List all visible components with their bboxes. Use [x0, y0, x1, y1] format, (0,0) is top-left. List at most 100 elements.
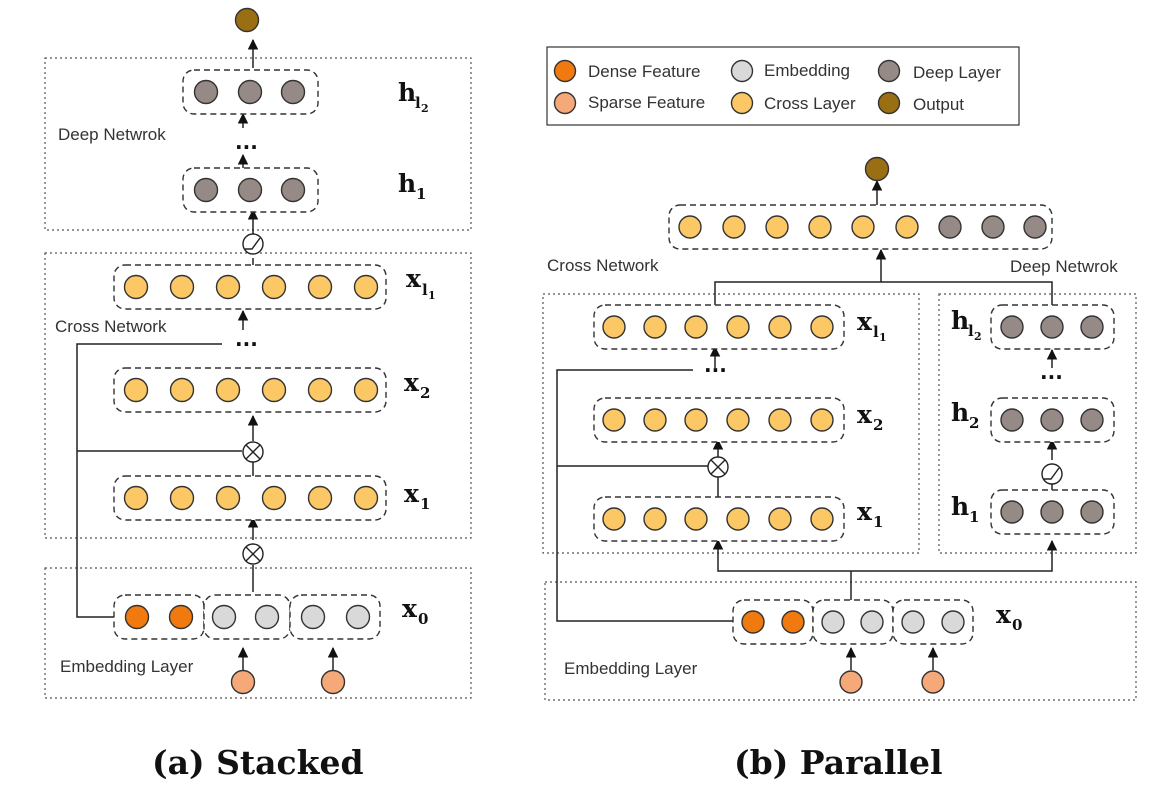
cross-node [307, 274, 333, 300]
ellipsis: ... [1040, 360, 1063, 384]
stacked-cross-layer-group-2 [113, 367, 387, 413]
deep-node [1040, 315, 1064, 339]
deep-node [1080, 500, 1104, 524]
activation-icon [1041, 463, 1063, 485]
parallel-panel: Dense Feature Sparse Feature Embedding C… [542, 46, 1137, 782]
legend-box [546, 46, 1020, 126]
cross-node [722, 215, 746, 239]
cross-node [169, 485, 195, 511]
svg-text:1: 1 [420, 495, 430, 513]
cross-node [353, 377, 379, 403]
cross-node [643, 507, 667, 531]
deep-node [1023, 215, 1047, 239]
legend-embedding-label: Embedding [764, 61, 850, 80]
cross-node [307, 377, 333, 403]
math-label-x-0: x 0 [996, 600, 1022, 634]
deep-node [1040, 500, 1064, 524]
cross-node [765, 215, 789, 239]
cross-node [643, 315, 667, 339]
cross-node [169, 377, 195, 403]
legend-sparse-swatch [553, 91, 577, 115]
stacked-cross-layer-group-l1 [113, 264, 387, 310]
dense-node [741, 610, 765, 634]
svg-text:h: h [398, 78, 416, 107]
parallel-cross-layer-group-2 [593, 397, 845, 443]
stacked-cross-layer-group-1 [113, 475, 387, 521]
cross-node [810, 507, 834, 531]
cross-node [123, 274, 149, 300]
deep-node [193, 79, 219, 105]
math-label-h-l2: h l 2 [398, 78, 429, 115]
deep-network-label: Deep Netwrok [1010, 257, 1118, 276]
svg-text:0: 0 [1012, 616, 1022, 634]
cross-node [261, 274, 287, 300]
deep-node [1080, 315, 1104, 339]
embedding-node [941, 610, 965, 634]
math-label-h-l2: h l 2 [951, 306, 982, 343]
cross-node [768, 315, 792, 339]
deep-node [1040, 408, 1064, 432]
math-label-h-1: h 1 [398, 169, 426, 203]
embedding-node [300, 604, 326, 630]
embedding-node [345, 604, 371, 630]
stacked-embedding-section [44, 567, 472, 699]
cross-node [123, 377, 149, 403]
legend: Dense Feature Sparse Feature Embedding C… [546, 46, 1020, 126]
dense-node [124, 604, 150, 630]
cross-node [678, 215, 702, 239]
math-label-h-2: h 2 [951, 398, 979, 432]
embedding-node [821, 610, 845, 634]
legend-dense-label: Dense Feature [588, 62, 700, 81]
svg-text:x: x [996, 600, 1012, 629]
legend-dense-swatch [553, 59, 577, 83]
cross-node [895, 215, 919, 239]
cross-node [307, 485, 333, 511]
legend-deep-label: Deep Layer [913, 63, 1001, 82]
svg-text:h: h [951, 306, 969, 335]
cross-node [261, 485, 287, 511]
parallel-embedding-section [544, 581, 1137, 701]
math-label-h-1: h 1 [951, 492, 979, 526]
cross-node [215, 274, 241, 300]
deep-node [1000, 408, 1024, 432]
cross-node [810, 408, 834, 432]
stacked-caption: (a) Stacked [152, 743, 364, 782]
svg-text:x: x [857, 307, 873, 336]
cross-node [353, 485, 379, 511]
math-label-x-1: x 1 [404, 479, 430, 513]
svg-text:h: h [951, 492, 969, 521]
parallel-cross-layer-group-l1 [593, 304, 845, 350]
deep-node [938, 215, 962, 239]
legend-embedding-swatch [730, 59, 754, 83]
legend-output-label: Output [913, 95, 964, 114]
cross-node [602, 408, 626, 432]
svg-text:1: 1 [873, 513, 883, 531]
parallel-caption: (b) Parallel [734, 743, 942, 782]
cross-node [808, 215, 832, 239]
parallel-cross-section [542, 293, 920, 554]
deep-node [1000, 500, 1024, 524]
svg-text:2: 2 [421, 102, 429, 115]
svg-text:l: l [422, 281, 428, 299]
svg-text:l: l [415, 94, 421, 112]
cross-node [768, 408, 792, 432]
output-node [864, 156, 890, 182]
embedding-node [901, 610, 925, 634]
svg-text:h: h [398, 169, 416, 198]
stacked-deep-section [44, 57, 472, 231]
legend-deep-swatch [877, 59, 901, 83]
svg-text:x: x [404, 368, 420, 397]
legend-cross-swatch [730, 91, 754, 115]
deep-node [981, 215, 1005, 239]
cross-node [602, 315, 626, 339]
ellipsis: ... [235, 130, 258, 154]
cross-node [726, 315, 750, 339]
cross-node [684, 315, 708, 339]
deep-node [237, 177, 263, 203]
deep-node [1000, 315, 1024, 339]
math-label-x-1: x 1 [857, 497, 883, 531]
svg-text:1: 1 [428, 289, 436, 302]
cross-node [123, 485, 149, 511]
dense-node [781, 610, 805, 634]
